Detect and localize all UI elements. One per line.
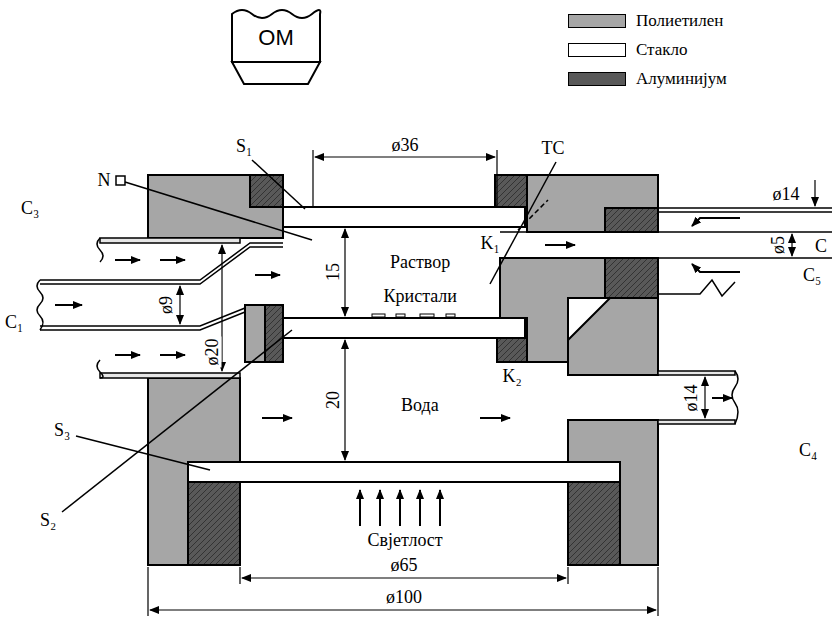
region-label: Раствор bbox=[388, 252, 452, 272]
legend-swatch bbox=[568, 72, 626, 86]
legend-row: Стакло bbox=[568, 41, 688, 58]
dimension: ø100 bbox=[384, 587, 424, 607]
legend-swatch bbox=[568, 43, 626, 57]
part-label: K₂ bbox=[501, 366, 524, 386]
legend-swatch bbox=[568, 14, 626, 28]
legend-row: Алуминијум bbox=[568, 70, 727, 87]
part-label: K₁ bbox=[479, 233, 502, 253]
tube-label: C₃ bbox=[19, 198, 41, 218]
crystals bbox=[372, 314, 455, 317]
housing bbox=[148, 175, 658, 565]
dimension: ø14 bbox=[680, 383, 700, 414]
legend-row: Полиетилен bbox=[568, 12, 723, 29]
dimension: 15 bbox=[323, 261, 343, 283]
sensor-label: TC bbox=[540, 138, 567, 158]
objective-box: ОМ bbox=[228, 4, 324, 88]
dimension: ø5 bbox=[768, 234, 788, 256]
leader-lines bbox=[62, 160, 556, 512]
flow-arrows bbox=[55, 218, 740, 526]
tube-label: C₄ bbox=[797, 440, 819, 460]
tube-label: C₁ bbox=[3, 312, 25, 332]
dimension: ø36 bbox=[390, 135, 421, 155]
part-label: S₃ bbox=[52, 420, 72, 440]
tube-label: C₅ bbox=[801, 265, 823, 285]
region-label: Вода bbox=[399, 395, 441, 415]
dimension: ø9 bbox=[156, 294, 176, 316]
part-label: S₂ bbox=[38, 510, 58, 530]
dimension: ø14 bbox=[771, 184, 802, 204]
dimension: ø20 bbox=[201, 337, 221, 368]
tubes bbox=[37, 208, 832, 424]
dimension: 20 bbox=[323, 389, 343, 411]
tube-label: C bbox=[813, 236, 829, 256]
sensor-label: N bbox=[96, 170, 113, 190]
dimension: ø65 bbox=[389, 555, 420, 575]
region-label: Свјетлост bbox=[366, 530, 445, 550]
legend-text: Стакло bbox=[636, 41, 688, 58]
legend-text: Полиетилен bbox=[636, 12, 723, 29]
region-label: Кристали bbox=[382, 286, 459, 306]
legend-text: Алуминијум bbox=[636, 70, 727, 87]
part-label: S₁ bbox=[234, 136, 254, 156]
objective-label: ОМ bbox=[232, 27, 320, 49]
